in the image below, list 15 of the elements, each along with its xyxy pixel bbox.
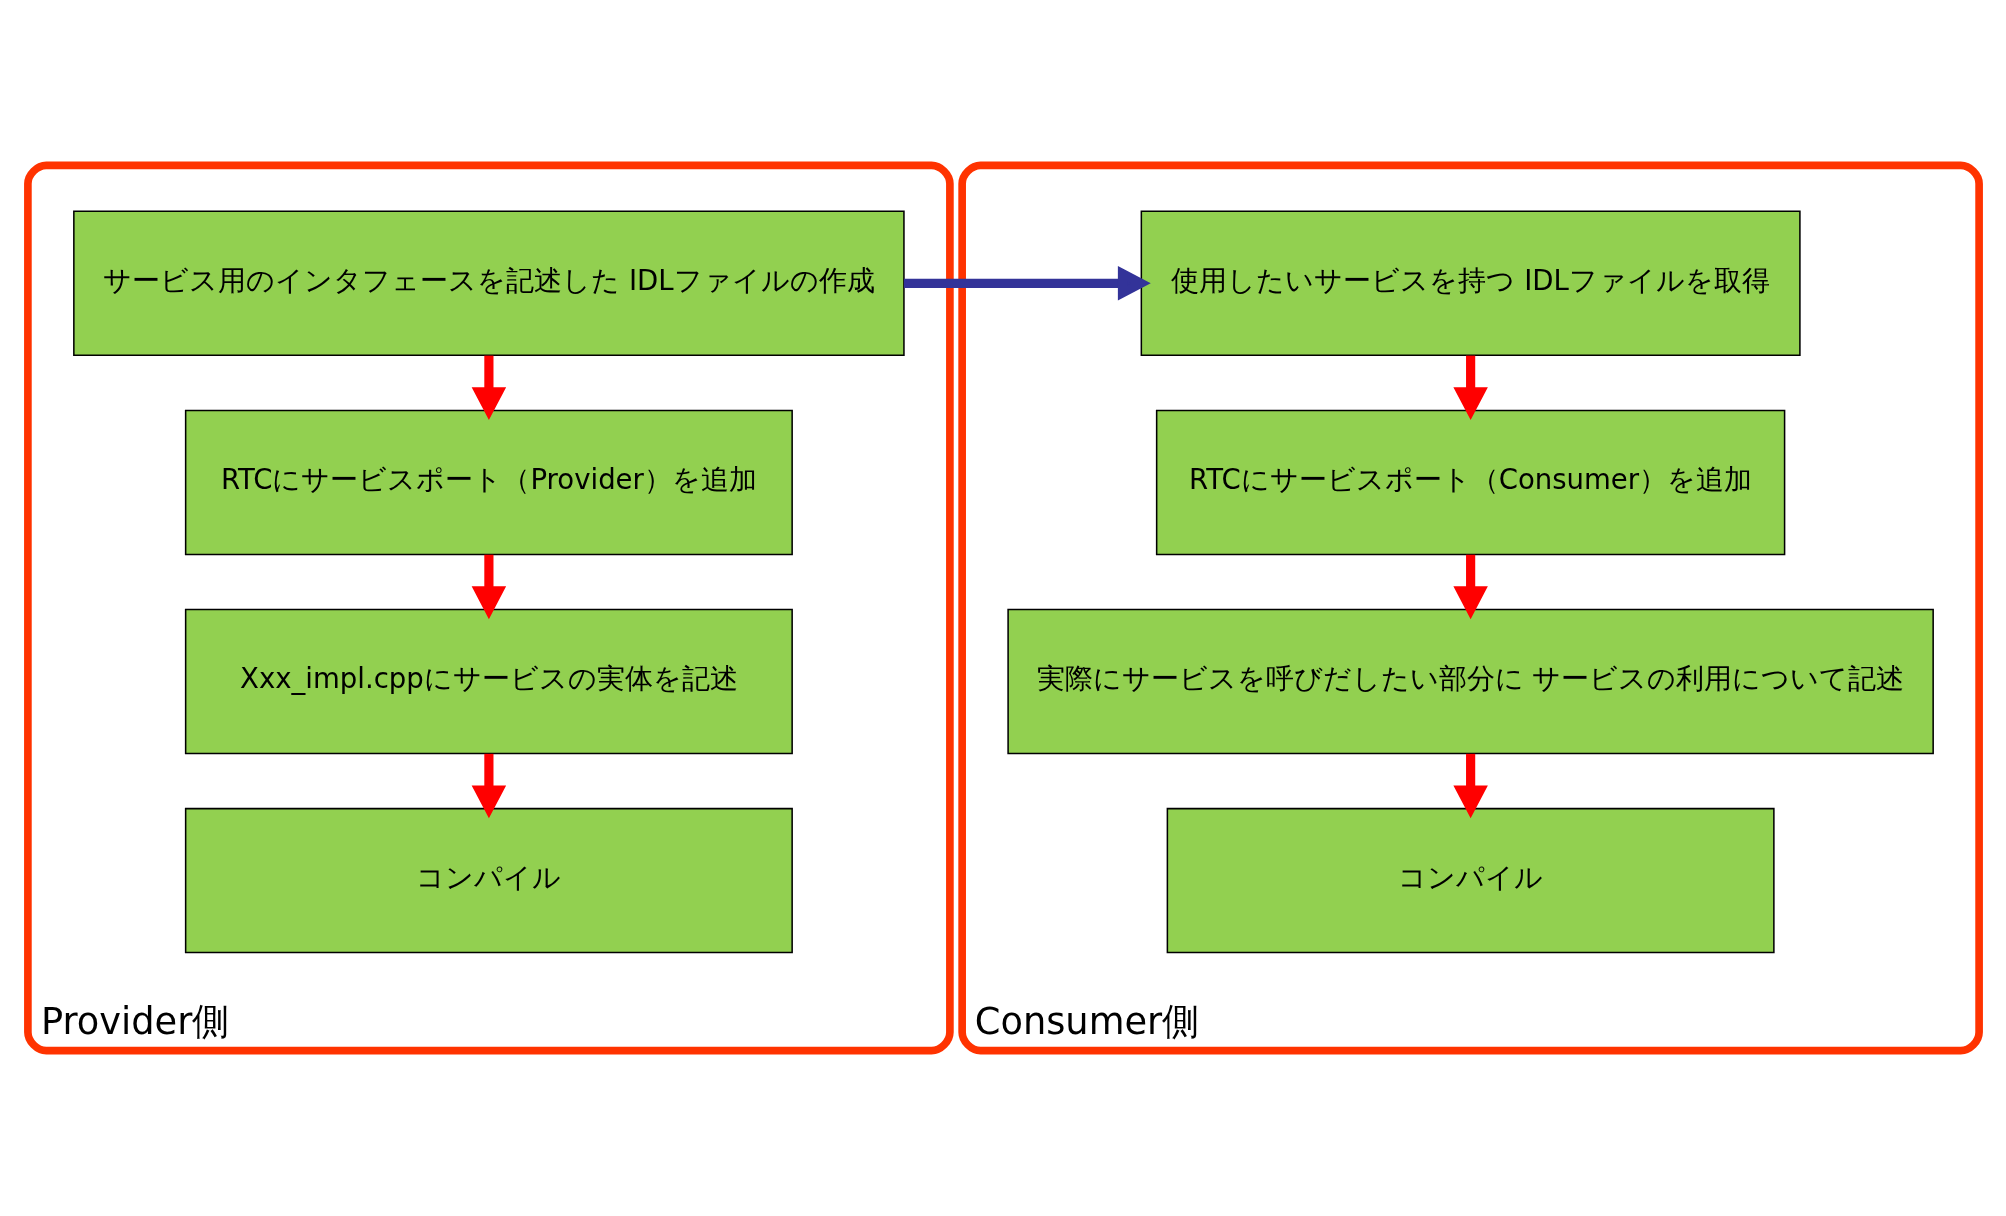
- arrow: [471, 554, 506, 620]
- node-box: Xxx_impl.cppにサービスの実体を記述: [184, 608, 793, 755]
- arrow: [471, 753, 506, 819]
- node-box: コンパイル: [184, 807, 793, 954]
- node-box: RTCにサービスポート（Consumer）を追加: [1155, 409, 1785, 556]
- node-box: 使用したいサービスを持つ IDLファイルを取得: [1140, 210, 1801, 357]
- arrow: [1452, 753, 1488, 819]
- node-box: サービス用のインタフェースを記述した IDLファイルの作成: [72, 210, 905, 357]
- arrow: [1452, 355, 1488, 421]
- arrow: [1452, 554, 1488, 620]
- arrow: [903, 266, 1151, 301]
- node-box: コンパイル: [1166, 807, 1775, 954]
- arrow: [471, 355, 506, 421]
- node-box: RTCにサービスポート（Provider）を追加: [184, 409, 793, 556]
- node-box: 実際にサービスを呼びだしたい部分に サービスの利用について記述: [1006, 608, 1934, 755]
